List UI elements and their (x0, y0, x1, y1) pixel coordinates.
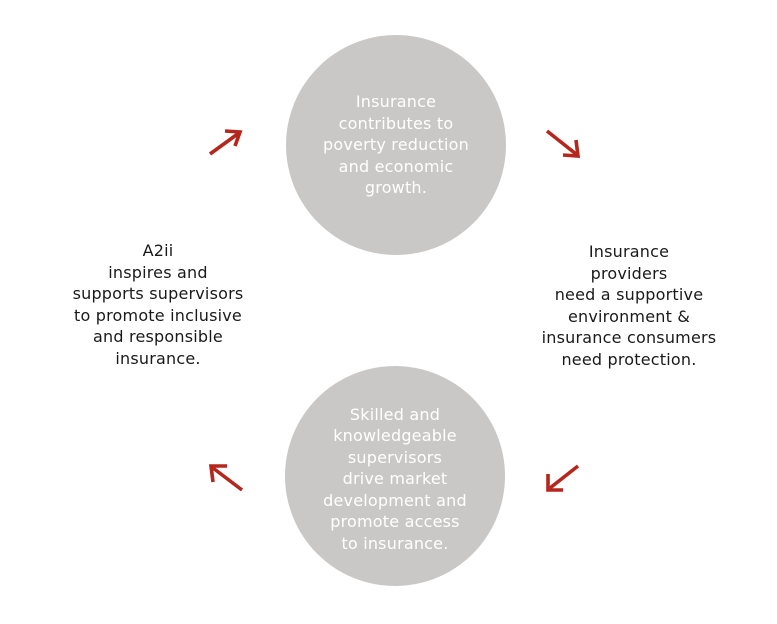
arrow-down-right-icon (545, 129, 581, 158)
arrow-up-left-icon (208, 464, 244, 492)
circle-node-bottom-text: Skilled and knowledgeable supervisors dr… (323, 404, 467, 553)
arrow-down-left-icon (546, 464, 580, 492)
text-node-left: A2ii inspires and supports supervisors t… (72, 241, 244, 368)
circle-node-top-text: Insurance contributes to poverty reducti… (323, 92, 469, 198)
circle-node-top: Insurance contributes to poverty reducti… (286, 35, 506, 255)
arrow-up-right-icon (208, 129, 243, 156)
circle-node-bottom: Skilled and knowledgeable supervisors dr… (285, 366, 505, 586)
text-node-right: Insurance providers need a supportive en… (541, 242, 717, 369)
